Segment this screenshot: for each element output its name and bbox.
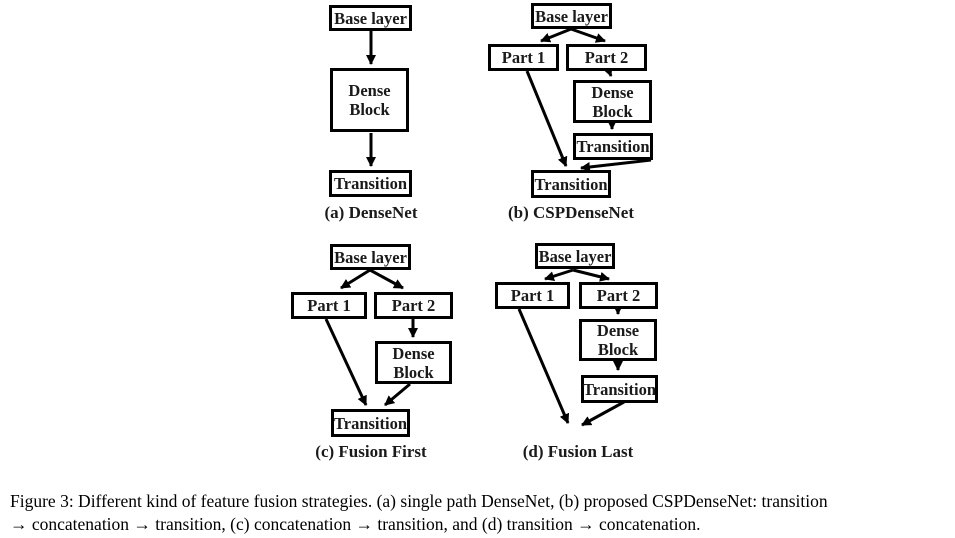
figure-caption-line2: → concatenation → transition, (c) concat…: [10, 514, 701, 534]
arrow-b-base-to-part2: [570, 27, 606, 43]
diagram-d-label: (d) Fusion Last: [522, 442, 634, 461]
diagram-a-label: (a) DenseNet: [324, 203, 418, 222]
arrow-c-base-to-part2: [369, 268, 404, 290]
node-b-transition1: Transition: [573, 133, 653, 160]
arrow-c-dense-to-transition: [384, 382, 411, 407]
diagram-c-label: (c) Fusion First: [315, 442, 427, 461]
node-c-base-layer: Base layer: [330, 244, 411, 270]
figure-caption: Figure 3: Different kind of feature fusi…: [10, 490, 950, 536]
node-d-base-layer: Base layer: [535, 243, 615, 269]
diagram-b-label: (b) CSPDenseNet: [507, 203, 635, 222]
arrow-b-part2-to-dense: [603, 65, 613, 77]
arrow-d-base-to-part1: [544, 268, 574, 282]
arrow-b-base-to-part1: [540, 27, 572, 43]
arrow-c-base-to-part1: [340, 268, 371, 290]
arrow-b-transition1-to-transition2: [580, 158, 652, 172]
arrow-b-part1-to-transition2: [525, 70, 568, 167]
node-a-base-layer: Base layer: [329, 5, 412, 31]
figure-caption-line1: Figure 3: Different kind of feature fusi…: [10, 491, 828, 511]
node-d-dense-block: Dense Block: [579, 319, 657, 361]
node-a-transition: Transition: [329, 170, 412, 197]
node-c-part1: Part 1: [291, 292, 367, 319]
node-c-part2: Part 2: [374, 292, 453, 319]
arrow-d-part1-to-join: [517, 308, 570, 424]
arrow-d-transition-to-join: [581, 400, 625, 427]
arrow-c-part1-to-transition: [324, 318, 368, 406]
node-b-part1: Part 1: [488, 44, 559, 71]
node-d-transition: Transition: [581, 375, 658, 403]
node-d-part1: Part 1: [495, 282, 570, 309]
arrow-d-base-to-part2: [572, 268, 610, 282]
node-b-transition2: Transition: [531, 170, 611, 198]
node-a-dense-block: Dense Block: [330, 68, 409, 132]
node-b-base-layer: Base layer: [531, 3, 612, 29]
node-c-dense-block: Dense Block: [375, 341, 452, 384]
node-b-dense-block: Dense Block: [573, 80, 652, 123]
node-c-transition: Transition: [331, 409, 410, 437]
node-b-part2: Part 2: [566, 44, 647, 71]
node-d-part2: Part 2: [579, 282, 658, 309]
